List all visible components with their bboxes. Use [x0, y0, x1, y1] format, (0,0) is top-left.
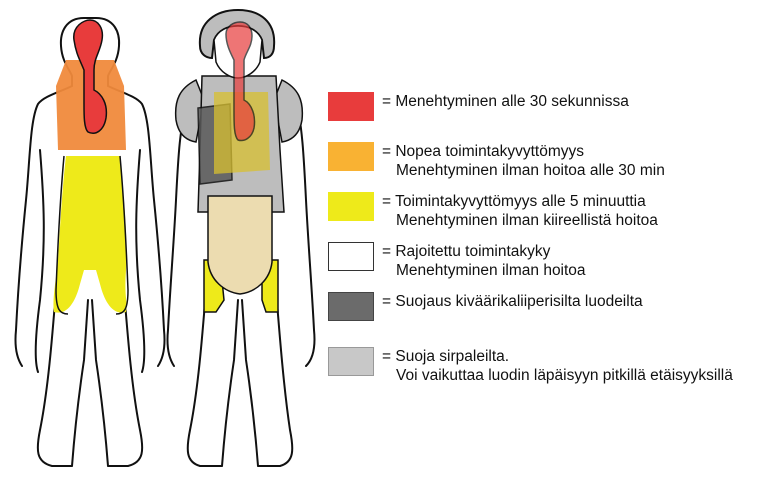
legend-item-rapid-incapacitation: = Nopea toimintakyvyttömyys Menehtyminen…	[328, 142, 665, 180]
body-zone-figures	[0, 0, 320, 477]
legend-item-incapacitation-5min: = Toimintakyvyttömyys alle 5 minuuttia M…	[328, 192, 658, 230]
legend-line-1: = Menehtyminen alle 30 sekunnissa	[382, 92, 629, 111]
legend-item-fatal-30s: = Menehtyminen alle 30 sekunnissa	[328, 92, 629, 121]
legend-line-1: = Nopea toimintakyvyttömyys	[382, 142, 665, 161]
legend-swatch-yellow	[328, 192, 374, 221]
legend-line-1: = Suojaus kiväärikaliiperisilta luodeilt…	[382, 292, 643, 311]
legend: = Menehtyminen alle 30 sekunnissa = Nope…	[328, 0, 758, 477]
legend-item-limited-function: = Rajoitettu toimintakyky Menehtyminen i…	[328, 242, 586, 280]
legend-line-1: = Suoja sirpaleilta.	[382, 347, 733, 366]
legend-label: = Suojaus kiväärikaliiperisilta luodeilt…	[382, 292, 643, 311]
legend-swatch-orange	[328, 142, 374, 171]
legend-item-rifle-protection: = Suojaus kiväärikaliiperisilta luodeilt…	[328, 292, 643, 321]
legend-line-1: = Toimintakyvyttömyys alle 5 minuuttia	[382, 192, 658, 211]
legend-swatch-white	[328, 242, 374, 271]
legend-item-fragment-protection: = Suoja sirpaleilta. Voi vaikuttaa luodi…	[328, 347, 733, 385]
legend-line-2: Menehtyminen ilman hoitoa	[382, 261, 586, 280]
legend-label: = Rajoitettu toimintakyky Menehtyminen i…	[382, 242, 586, 280]
legend-label: = Menehtyminen alle 30 sekunnissa	[382, 92, 629, 111]
legend-swatch-light-grey	[328, 347, 374, 376]
legend-label: = Nopea toimintakyvyttömyys Menehtyminen…	[382, 142, 665, 180]
left-zone-abdomen-legs-yellow	[53, 156, 126, 313]
legend-line-2: Voi vaikuttaa luodin läpäisyyn pitkillä …	[382, 366, 733, 385]
legend-line-1: = Rajoitettu toimintakyky	[382, 242, 586, 261]
legend-label: = Toimintakyvyttömyys alle 5 minuuttia M…	[382, 192, 658, 230]
legend-line-2: Menehtyminen ilman kiireellistä hoitoa	[382, 211, 658, 230]
right-zone-groin-tan	[208, 196, 272, 294]
legend-line-2: Menehtyminen ilman hoitoa alle 30 min	[382, 161, 665, 180]
legend-swatch-red	[328, 92, 374, 121]
legend-swatch-dark-grey	[328, 292, 374, 321]
legend-label: = Suoja sirpaleilta. Voi vaikuttaa luodi…	[382, 347, 733, 385]
